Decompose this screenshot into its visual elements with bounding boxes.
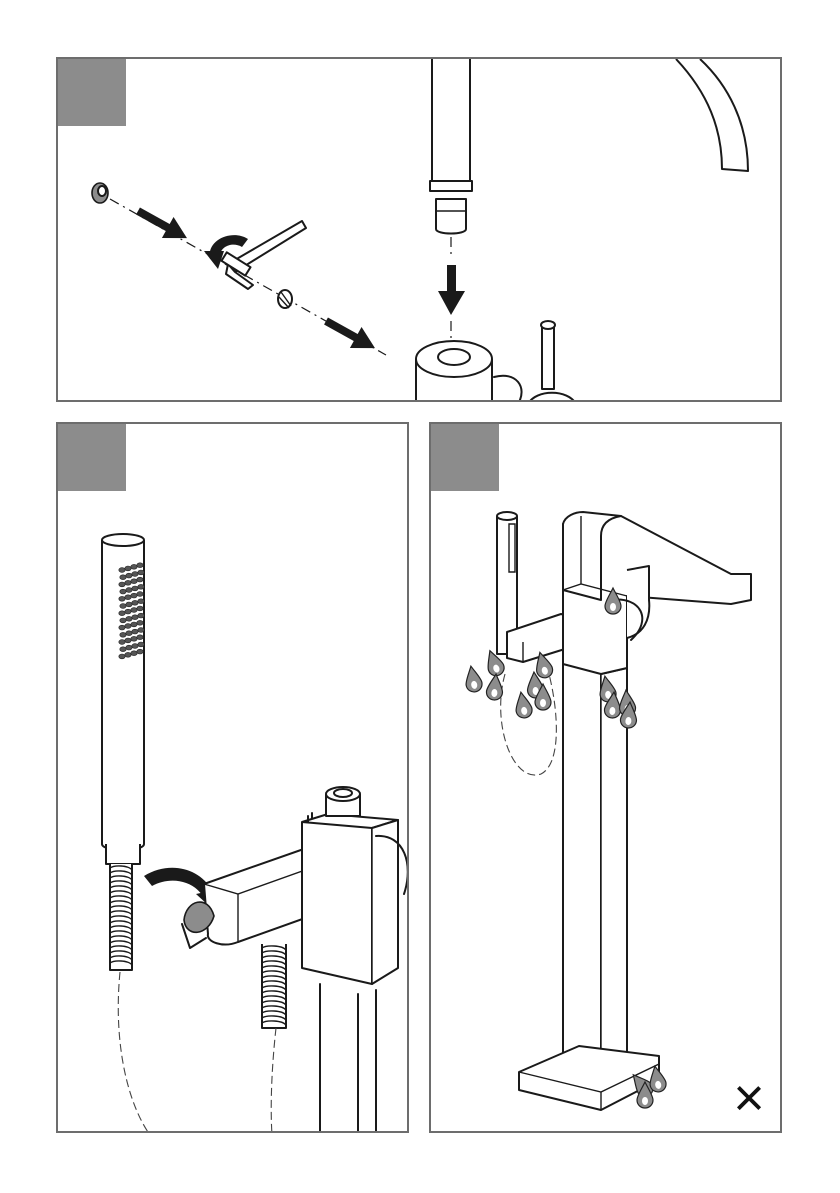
spout-pipe (430, 59, 472, 234)
spray-nozzle (132, 586, 138, 591)
spray-nozzle (126, 573, 132, 578)
spray-nozzle (120, 632, 126, 637)
spray-nozzle (132, 615, 138, 620)
insert-arrow-2 (320, 311, 381, 359)
grub-screw (278, 290, 292, 308)
spray-nozzle (137, 606, 143, 611)
spray-nozzle (138, 642, 144, 647)
water-drop-highlight (540, 699, 546, 707)
spray-nozzle (119, 568, 125, 573)
spray-nozzle (125, 624, 131, 629)
spray-nozzle (120, 647, 126, 652)
spray-nozzle (125, 638, 131, 643)
spray-nozzle (126, 602, 132, 607)
spray-nozzle (138, 570, 144, 575)
spray-nozzle (119, 582, 125, 587)
spray-nozzle (126, 631, 132, 636)
spray-nozzle (120, 589, 126, 594)
water-drop-highlight (610, 603, 616, 611)
spray-nozzle (120, 575, 126, 580)
mixer-column (302, 787, 408, 1133)
curved-spout (676, 59, 748, 171)
mixer-body (416, 321, 576, 402)
step-panel-1 (56, 57, 782, 402)
spout-assembly-illustration (58, 59, 782, 402)
spray-nozzle (131, 579, 137, 584)
spray-nozzle (131, 608, 137, 613)
spray-nozzle (125, 595, 131, 600)
hose-line (118, 972, 150, 1133)
spray-nozzle (126, 645, 132, 650)
spray-nozzle (132, 600, 138, 605)
spray-nozzle (131, 564, 137, 569)
incorrect-mark: × (733, 1068, 765, 1128)
spray-nozzle (137, 563, 143, 568)
spray-nozzle (126, 588, 132, 593)
cover-cap (92, 183, 108, 203)
spray-nozzle (119, 596, 125, 601)
leak-check-illustration: × (431, 424, 782, 1133)
water-drop (463, 665, 483, 693)
spray-nozzle (119, 625, 125, 630)
spray-nozzle (137, 649, 143, 654)
spray-nozzle (125, 580, 131, 585)
spray-nozzle (131, 651, 137, 656)
insert-arrow-1 (132, 201, 193, 249)
spray-nozzle (137, 592, 143, 597)
hand-shower (102, 534, 144, 970)
spray-nozzle (126, 616, 132, 621)
spray-nozzle (138, 628, 144, 633)
step-panel-2 (56, 422, 409, 1133)
spray-nozzle (138, 613, 144, 618)
spray-nozzle (137, 577, 143, 582)
down-arrow (438, 265, 465, 315)
spray-nozzle (132, 644, 138, 649)
lower-hose (262, 944, 286, 1028)
spray-nozzle (131, 622, 137, 627)
spray-nozzle (119, 654, 125, 659)
spray-nozzle (119, 611, 125, 616)
spray-nozzle (125, 609, 131, 614)
spray-nozzle (138, 584, 144, 589)
spray-nozzle (131, 636, 137, 641)
spray-nozzle (137, 620, 143, 625)
spray-nozzle (132, 572, 138, 577)
spray-nozzle (125, 652, 131, 657)
spray-nozzle (119, 640, 125, 645)
mixer-column-full (519, 512, 751, 1110)
spray-nozzle (137, 635, 143, 640)
spray-nozzle (120, 604, 126, 609)
spray-nozzle (132, 629, 138, 634)
allen-key (221, 221, 306, 289)
step-panel-3: × (429, 422, 782, 1133)
water-drop-highlight (642, 1097, 648, 1105)
spray-nozzle (131, 593, 137, 598)
hand-shower-holder-illustration (58, 424, 409, 1133)
spray-nozzle (138, 599, 144, 604)
spray-nozzle (120, 618, 126, 623)
spray-nozzle (125, 566, 131, 571)
